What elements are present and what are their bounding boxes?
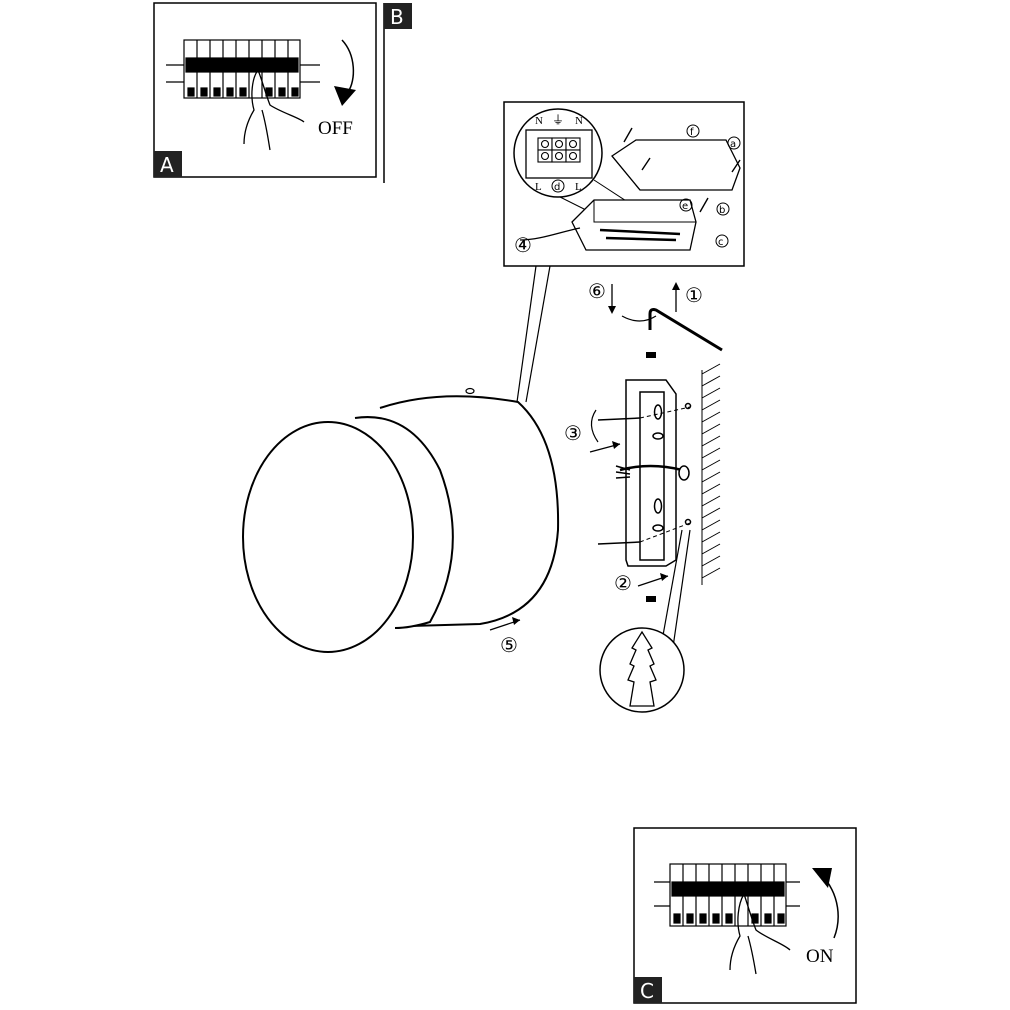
step-4-label: ④ [514,235,532,257]
wall-plug-icon [627,630,657,707]
panel-b-tag: B [390,5,404,29]
junction-box-detail: N ⏚ N L d L f a e b c ④ [503,101,745,403]
hand-icon [729,893,791,975]
wall-screw-icon [597,402,692,545]
screw-icon [623,127,741,213]
panel-b-marker: B [383,3,412,183]
panel-a-tag-box [154,151,182,177]
terminal-l-left: L [535,181,542,193]
arrow-step-5-icon [489,617,521,631]
step-3-label: ③ [564,423,582,445]
allen-key-icon [648,308,723,352]
breaker-block-icon [654,863,800,927]
rotate-arrow-step-3-icon [590,409,599,443]
bottom-screw-icon [646,596,656,602]
step-1-label: ① [685,285,703,307]
terminal-n-right: N [575,115,583,127]
rotate-arrow-icon [621,315,657,322]
top-screw-icon [646,352,656,358]
step-5-label: ⑤ [500,635,518,657]
arrow-up-icon [825,879,839,939]
arrow-step-3-icon [589,441,621,453]
callout-e: e [682,201,688,212]
panel-c-tag-box [634,977,662,1003]
arrow-step-2-icon [637,573,669,587]
panel-c-breaker-on: ON C [633,827,857,1004]
off-label: OFF [318,118,353,139]
terminal-l-right: L [575,181,582,193]
panel-c-tag: C [640,979,654,1003]
terminal-n-left: N [535,115,543,127]
callout-f: f [690,127,694,138]
callout-d: d [554,182,560,193]
wall-hatch [701,363,721,585]
terminal-earth: ⏚ [552,113,564,127]
on-label: ON [806,946,834,967]
callout-a: a [730,139,736,150]
panel-a-tag: A [160,153,174,177]
arrow-down-icon [341,39,355,93]
panel-a-breaker-off: OFF A [153,2,377,178]
step-6-label: ⑥ [588,281,606,303]
mounting-bracket [619,379,690,567]
wall-lamp-body [242,387,560,653]
callout-c: c [718,237,724,248]
step-2-label: ② [614,573,632,595]
arrow-step-1-icon [672,282,680,312]
wall-plug-detail [599,529,691,713]
terminal-block-icon [537,137,581,163]
breaker-block-icon [166,39,320,99]
callout-b: b [719,205,725,216]
arrow-step-6-icon [608,284,616,314]
hand-icon [243,69,305,151]
cable-icon [615,465,631,479]
